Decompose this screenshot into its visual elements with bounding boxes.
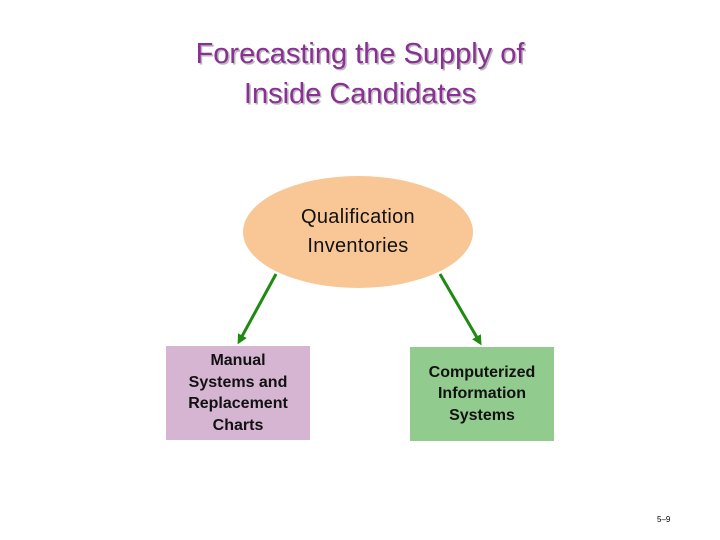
slide-title-line-2: Inside Candidates	[243, 78, 477, 110]
qualification-inventories-node: Qualification Inventories	[243, 176, 473, 288]
qualification-inventories-label: Qualification Inventories	[301, 203, 415, 261]
manual-systems-line-3: Replacement	[188, 395, 288, 412]
manual-systems-node: Manual Systems and Replacement Charts	[166, 346, 310, 440]
manual-systems-line-1: Manual	[210, 352, 266, 369]
slide-number: 5–9	[657, 515, 671, 524]
slide-title: Forecasting the Supply of Inside Candida…	[0, 34, 720, 114]
arrow-to-computerized-systems	[438, 273, 482, 346]
qualification-inventories-line-1: Qualification	[301, 206, 415, 228]
manual-systems-label: Manual Systems and Replacement Charts	[188, 350, 288, 436]
computerized-systems-line-2: Information	[437, 385, 526, 403]
computerized-systems-node: Computerized Information Systems	[410, 347, 554, 441]
manual-systems-line-2: Systems and	[188, 373, 288, 391]
computerized-systems-line-1: Computerized	[428, 363, 536, 381]
slide-title-line-1: Forecasting the Supply of	[195, 38, 525, 70]
manual-systems-line-4: Charts	[212, 416, 264, 434]
computerized-systems-line-3: Systems	[449, 406, 515, 424]
computerized-systems-label: Computerized Information Systems	[429, 362, 536, 427]
qualification-inventories-line-2: Inventories	[307, 235, 409, 257]
arrow-to-manual-systems	[237, 273, 278, 345]
